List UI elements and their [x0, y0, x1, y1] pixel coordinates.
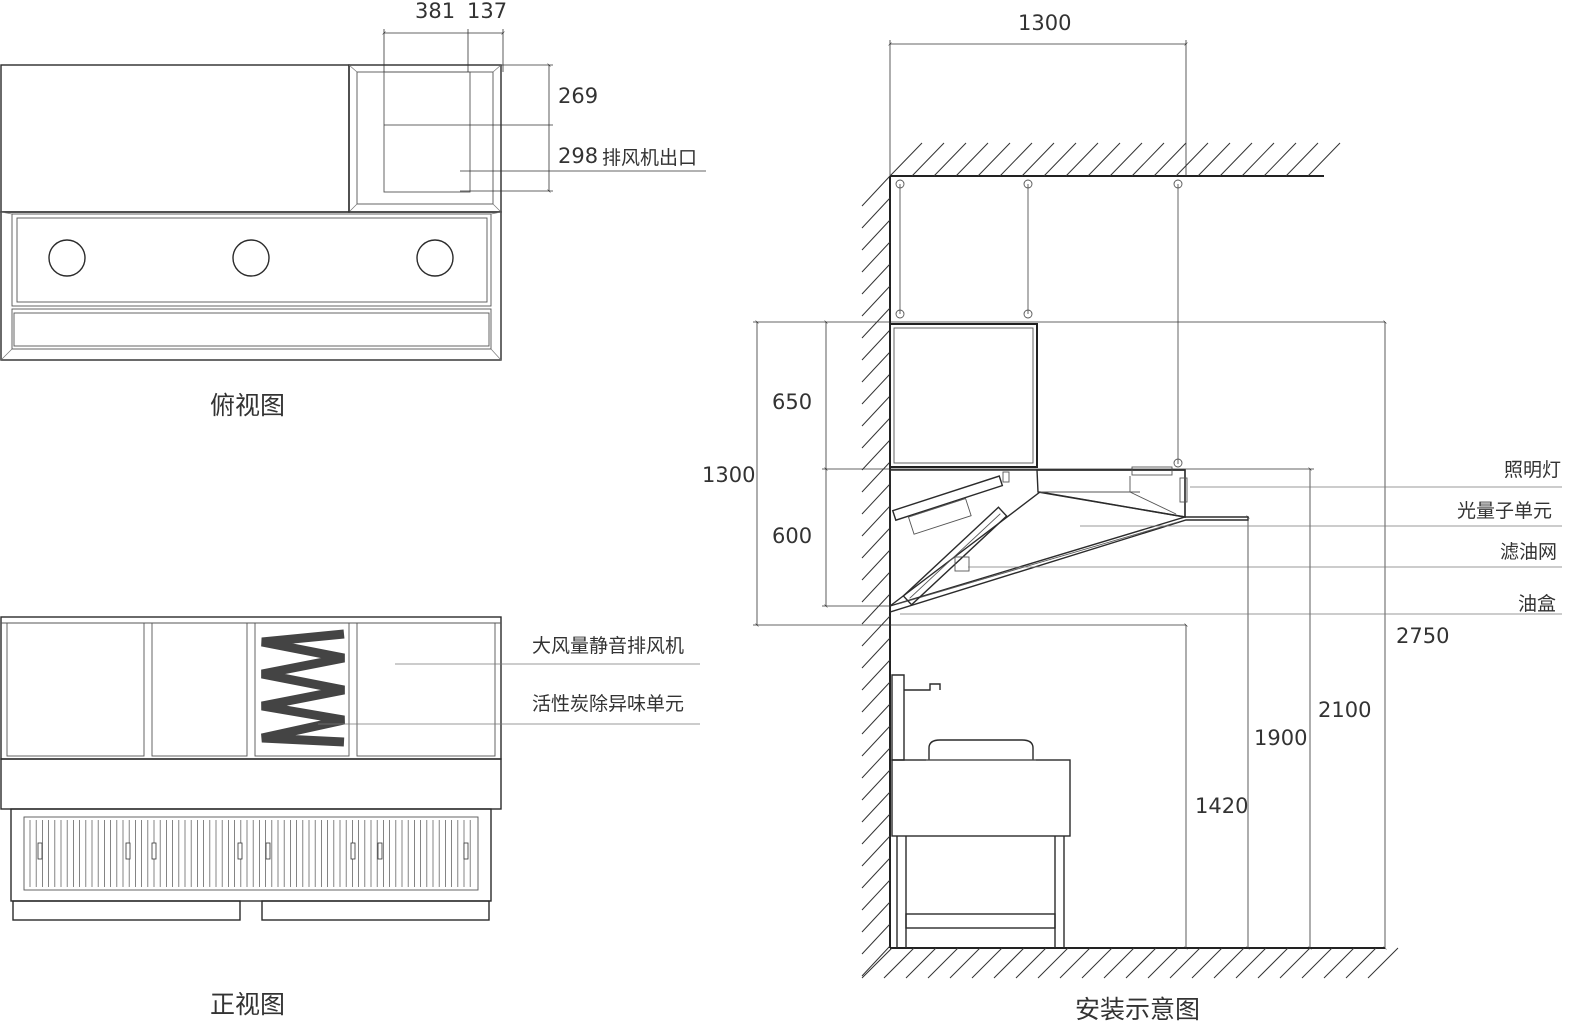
dim-1900: 1900	[1254, 726, 1307, 750]
label-oil-box: 油盒	[1518, 593, 1556, 615]
quantum-unit	[891, 475, 1004, 522]
dim-600: 600	[772, 524, 812, 548]
fan-outlet-box	[348, 64, 502, 213]
worktable	[891, 759, 1071, 837]
dim-2100: 2100	[1318, 698, 1371, 722]
title-front-view: 正视图	[210, 990, 285, 1019]
front-view: 大风量静音排风机 活性炭除异味单元 正视图	[0, 616, 700, 1019]
burner-1	[48, 239, 86, 277]
front-upper-box	[0, 616, 502, 760]
top-view: 381 137 269 298 排风机出口 俯视图	[0, 0, 706, 420]
title-install-view: 安装示意图	[1075, 995, 1200, 1024]
burner-3	[416, 239, 454, 277]
label-fan: 大风量静音排风机	[532, 635, 684, 657]
label-fan-outlet: 排风机出口	[602, 147, 697, 169]
top-hood-body	[0, 211, 502, 361]
louvres	[29, 820, 471, 887]
light	[1179, 477, 1188, 503]
dim-install-1300-top: 1300	[1018, 11, 1071, 35]
hatching	[861, 142, 1399, 979]
burner-2	[232, 239, 270, 277]
install-fan-box	[889, 323, 1038, 468]
dim-137: 137	[467, 0, 507, 23]
front-louvre-body	[10, 808, 492, 902]
dim-1420: 1420	[1195, 794, 1248, 818]
dim-2750: 2750	[1396, 624, 1449, 648]
label-light: 照明灯	[1504, 459, 1561, 481]
title-top-view: 俯视图	[210, 391, 285, 420]
carbon-filter-zigzag	[261, 629, 345, 747]
filter-screen	[902, 506, 1008, 606]
dim-install-1300-side: 1300	[702, 463, 755, 487]
install-view: 1300 1300 650 600 1420 1900 2100 2750 照明…	[702, 11, 1562, 1024]
dim-381: 381	[415, 0, 455, 23]
dim-298: 298	[558, 144, 598, 168]
top-left-panel	[0, 64, 350, 213]
dim-650: 650	[772, 390, 812, 414]
stove	[928, 739, 1034, 760]
label-filter: 滤油网	[1500, 541, 1557, 563]
dim-269: 269	[558, 84, 598, 108]
label-quantum: 光量子单元	[1457, 500, 1552, 522]
label-carbon: 活性炭除异味单元	[532, 693, 684, 715]
